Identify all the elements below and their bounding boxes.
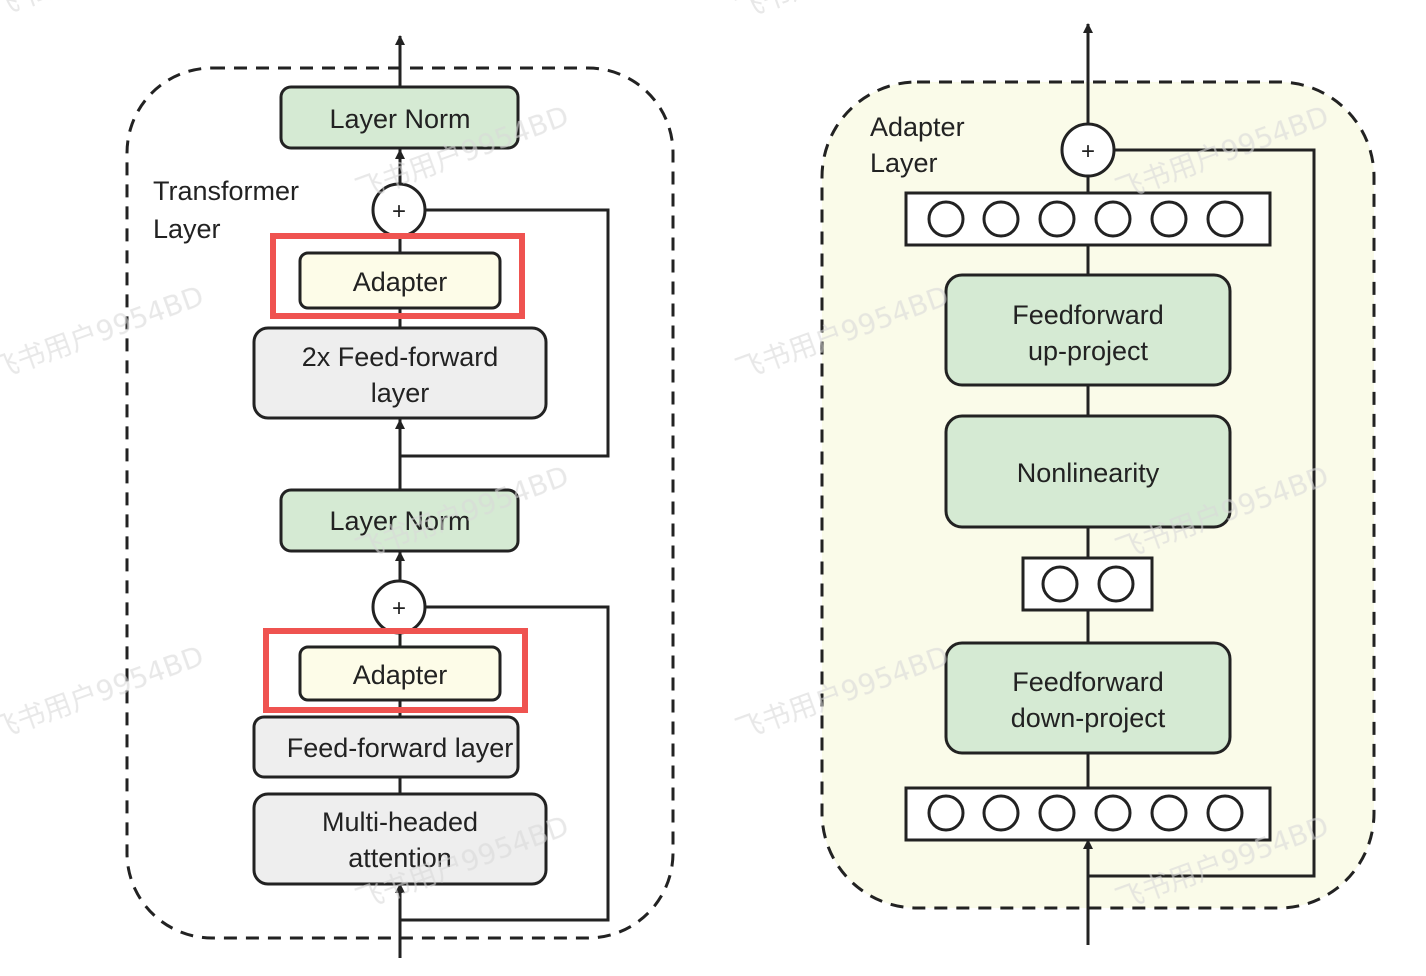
up-project-box <box>944 273 1232 387</box>
bottleneck-unit <box>1097 565 1135 603</box>
nonlinearity-label: Nonlinearity <box>1017 458 1160 488</box>
ffn-label: Feed-forward layer <box>287 733 514 763</box>
adapter-layer-panel: Adapter Layer + Feedforward up-project N… <box>820 23 1376 945</box>
adapter-top-label: Adapter <box>353 267 448 297</box>
add-node-bottom-symbol: + <box>392 595 406 622</box>
adapter-top-box <box>298 251 502 310</box>
input-unit <box>1206 794 1244 832</box>
transformer-title-line2: Layer <box>153 214 221 244</box>
input-unit <box>1038 794 1076 832</box>
ffn-box <box>252 715 520 779</box>
residual-connection-bottom <box>400 605 610 922</box>
adapter-top-highlight <box>270 233 525 319</box>
watermark-text: 飞书用户9954BD <box>0 279 208 387</box>
mha-label-line1: Multi-headed <box>322 807 478 837</box>
nonlinearity-box <box>944 414 1232 529</box>
transformer-title-line1: Transformer <box>153 176 299 206</box>
input-unit <box>1094 794 1132 832</box>
output-unit <box>1206 200 1244 238</box>
down-project-label-line2: down-project <box>1011 703 1166 733</box>
adapter-bottom-highlight <box>263 628 528 713</box>
adapter-layer-title-line1: Adapter <box>870 112 965 142</box>
watermark-text: 飞书用户9954BD <box>0 639 208 747</box>
ffn-2x-box <box>252 326 548 420</box>
bottleneck-vector-units <box>1041 565 1135 603</box>
up-project-label-line1: Feedforward <box>1012 300 1164 330</box>
layer-norm-mid-box <box>279 488 520 553</box>
output-vector-units <box>927 200 1244 238</box>
output-unit <box>982 200 1020 238</box>
watermark-text: 飞书用户9954BD <box>731 0 953 27</box>
add-node-top-symbol: + <box>392 198 406 225</box>
output-unit <box>927 200 965 238</box>
up-project-label-line2: up-project <box>1028 336 1149 366</box>
input-unit <box>982 794 1020 832</box>
layer-norm-top-box <box>279 85 520 150</box>
residual-connection-top <box>400 208 610 458</box>
adapter-layer-title-line2: Layer <box>870 148 938 178</box>
down-project-box <box>944 641 1232 755</box>
output-unit <box>1094 200 1132 238</box>
mha-box <box>252 792 548 886</box>
output-unit <box>1150 200 1188 238</box>
adapter-add-node <box>1060 122 1116 178</box>
ffn-2x-label-line2: layer <box>371 378 430 408</box>
transformer-layer-panel: Layer Norm Transformer Layer + Adapter 2… <box>125 35 675 958</box>
output-unit <box>1038 200 1076 238</box>
input-unit <box>927 794 965 832</box>
adapter-skip-connection <box>1088 148 1316 878</box>
mha-label-line2: attention <box>348 843 452 873</box>
layer-norm-top-label: Layer Norm <box>329 104 470 134</box>
adapter-bottom-box <box>298 645 502 702</box>
adapter-add-node-symbol: + <box>1081 138 1095 165</box>
adapter-bottom-label: Adapter <box>353 660 448 690</box>
ffn-2x-label-line1: 2x Feed-forward <box>302 342 499 372</box>
watermark-text: 飞书用户9954BD <box>0 0 208 25</box>
layer-norm-mid-label: Layer Norm <box>329 506 470 536</box>
bottleneck-unit <box>1041 565 1079 603</box>
down-project-label-line1: Feedforward <box>1012 667 1164 697</box>
input-unit <box>1150 794 1188 832</box>
input-vector-units <box>927 794 1244 832</box>
